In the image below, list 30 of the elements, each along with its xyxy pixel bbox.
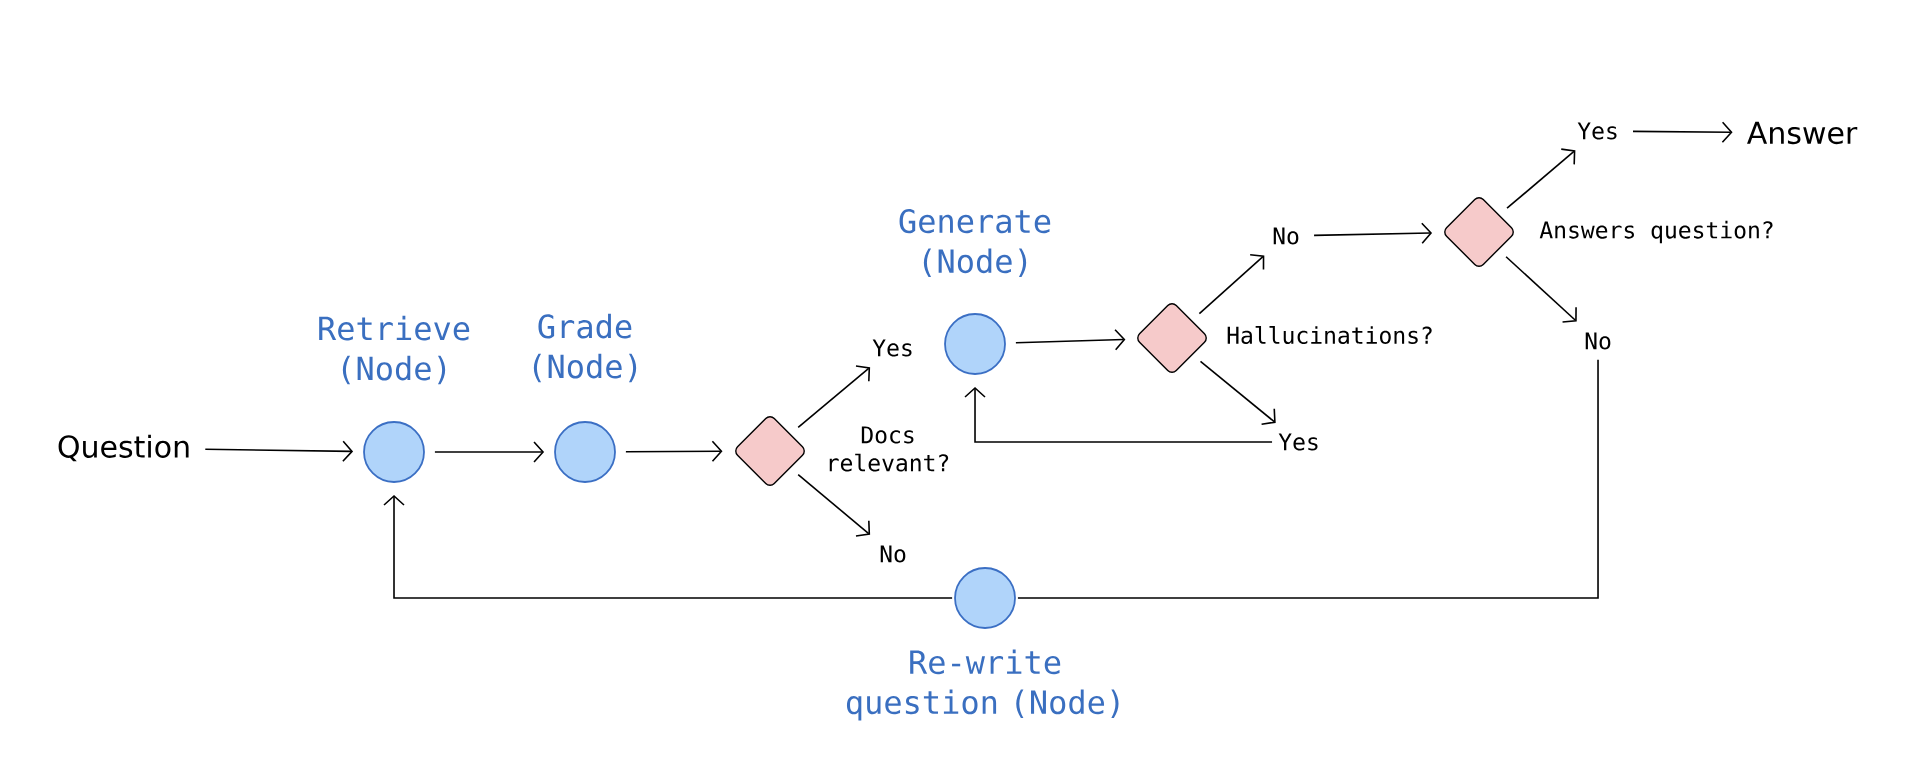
arrow [1632, 121, 1733, 143]
node-heading: Grade (Node) [533, 313, 637, 383]
decision-label: Answers question? [1539, 220, 1773, 244]
decision-label: Docs relevant? [829, 426, 949, 472]
arrow [797, 473, 871, 537]
flow-label: No [880, 545, 906, 563]
arrow [1015, 328, 1126, 351]
arrow [1506, 148, 1576, 210]
arrow [1313, 222, 1433, 244]
flow-label: Yes [1577, 122, 1617, 140]
flow-label: Yes [1278, 433, 1318, 451]
arrow [204, 440, 354, 463]
node-heading: Re-write question (Node) [846, 649, 1119, 721]
arrow [1198, 253, 1265, 315]
flow-label: No [1585, 332, 1611, 350]
flow-label: Question [58, 434, 189, 462]
flow-label: Answer [1747, 121, 1858, 145]
arrow [797, 365, 871, 429]
arrow [1199, 360, 1276, 426]
arrow [434, 441, 545, 463]
decision-label: Hallucinations? [1227, 326, 1432, 344]
arrow [625, 440, 723, 463]
flow-label: Yes [872, 339, 912, 357]
node-heading: Retrieve (Node) [319, 315, 470, 385]
arrow [1505, 255, 1577, 323]
node-heading: Generate (Node) [899, 209, 1051, 277]
arrow [383, 494, 953, 599]
arrow [964, 386, 1273, 443]
connector-line [1017, 358, 1599, 599]
flow-label: No [1273, 227, 1299, 245]
